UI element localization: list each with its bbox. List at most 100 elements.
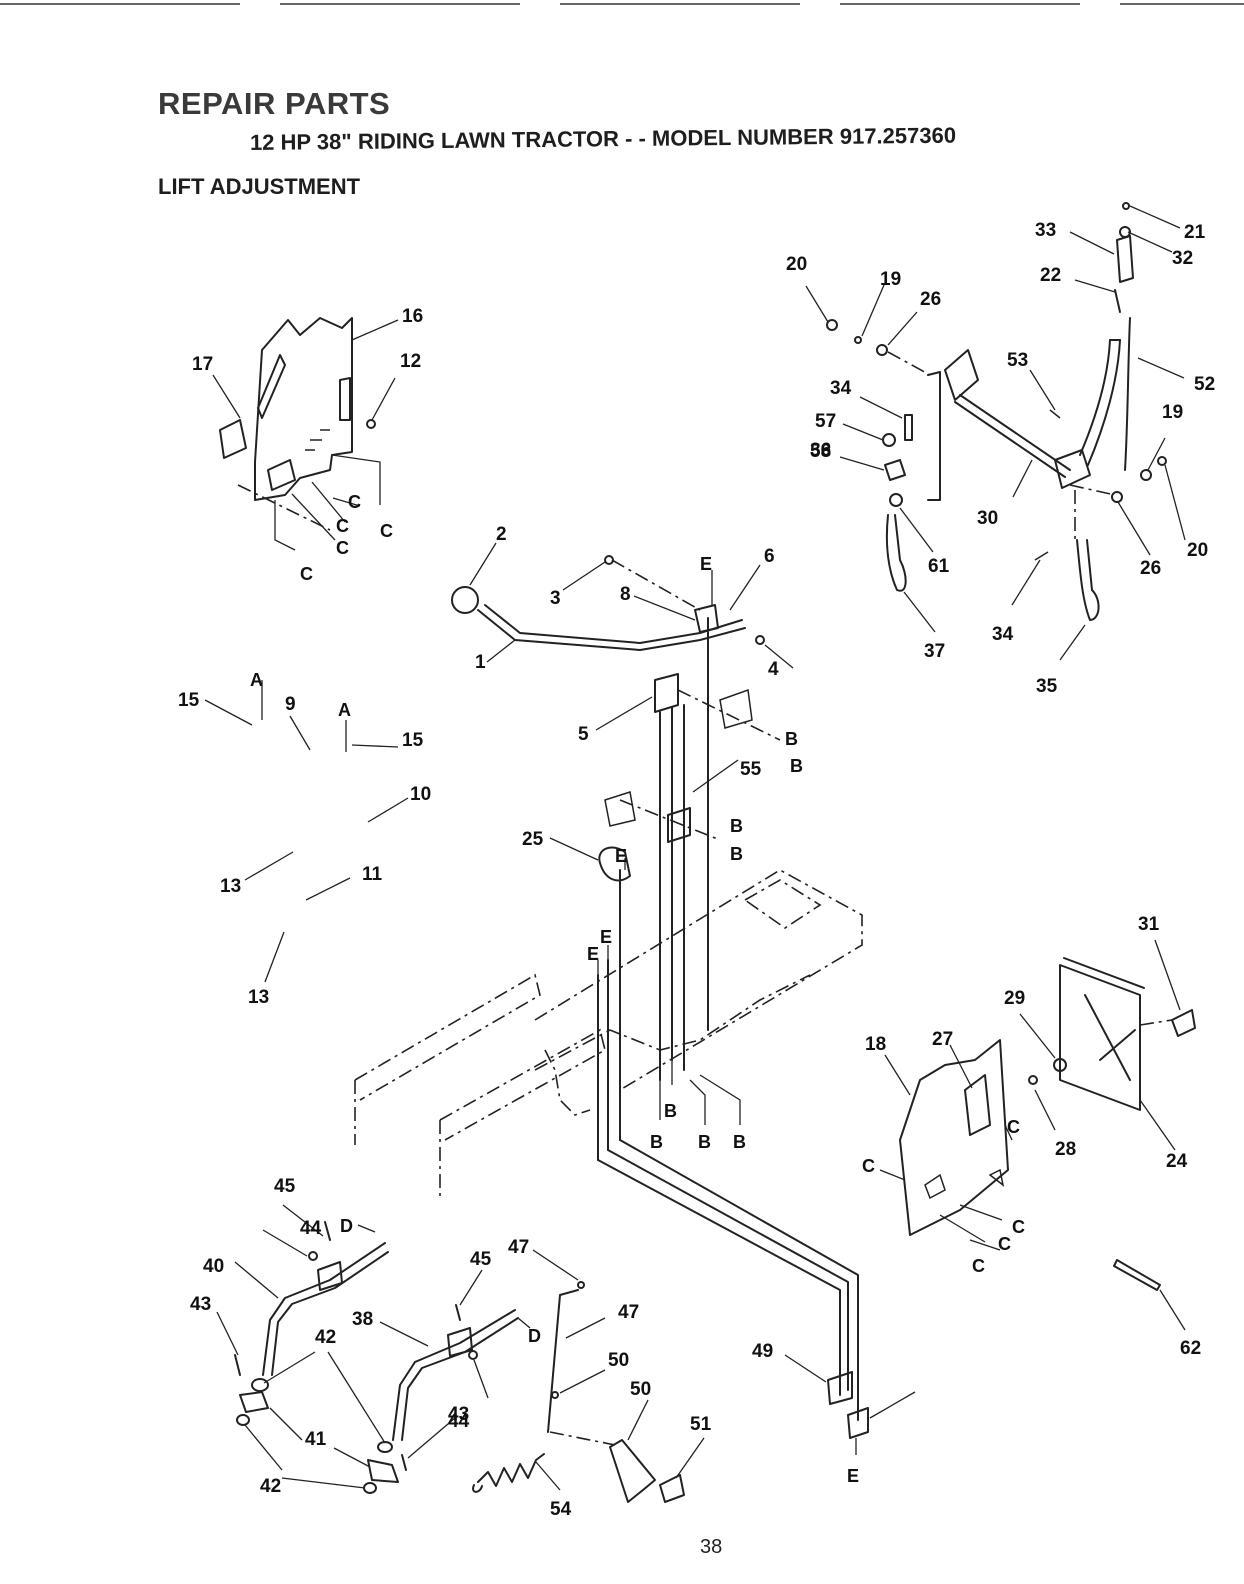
callout-22: 22 — [1040, 265, 1061, 286]
callout-37: 37 — [924, 641, 945, 662]
callout-47: 47 — [618, 1302, 639, 1323]
reference-e: E — [847, 1466, 859, 1486]
callout-40: 40 — [203, 1256, 224, 1277]
callout-21: 21 — [1184, 222, 1206, 243]
reference-c: C — [336, 516, 349, 536]
callout-61: 61 — [928, 556, 950, 577]
callout-50: 50 — [608, 1350, 629, 1371]
callout-8: 8 — [620, 584, 631, 605]
callout-50: 50 — [630, 1379, 651, 1400]
rod-51 — [547, 1281, 616, 1446]
callout-19: 19 — [880, 269, 901, 290]
callout-2: 2 — [496, 524, 507, 545]
bushings-41-42-43 — [234, 1354, 407, 1494]
page-number: 38 — [700, 1536, 723, 1558]
callout-36: 36 — [810, 440, 831, 461]
reference-e: E — [600, 927, 612, 947]
callout-25: 25 — [522, 829, 544, 850]
callout-32: 32 — [1172, 248, 1193, 269]
callout-41: 41 — [305, 1429, 327, 1450]
reference-b: B — [664, 1101, 677, 1121]
side-plate-18 — [899, 1039, 1009, 1236]
page-title: REPAIR PARTS — [158, 86, 391, 121]
callout-15: 15 — [402, 730, 424, 751]
reference-d: D — [528, 1326, 541, 1346]
callout-20: 20 — [1187, 540, 1208, 561]
callout-10: 10 — [410, 784, 431, 805]
callout-26: 26 — [920, 289, 941, 310]
callout-26: 26 — [1140, 558, 1161, 579]
callout-5: 5 — [578, 724, 589, 745]
reference-b: B — [730, 844, 743, 864]
callout-38: 38 — [352, 1309, 373, 1330]
lift-arm-38 — [392, 1304, 519, 1441]
callout-31: 31 — [1138, 914, 1160, 935]
lift-rods — [597, 617, 781, 1161]
reference-e: E — [700, 554, 712, 574]
plate-17 — [219, 419, 247, 459]
callout-16: 16 — [402, 306, 423, 327]
callout-52: 52 — [1194, 374, 1215, 395]
callout-43: 43 — [448, 1404, 469, 1425]
callout-45: 45 — [274, 1176, 296, 1197]
callout-44: 44 — [448, 1411, 470, 1432]
callout-49: 49 — [752, 1341, 773, 1362]
callout-27: 27 — [932, 1029, 953, 1050]
callout-15: 15 — [178, 690, 200, 711]
reference-b: B — [790, 756, 803, 776]
callout-13: 13 — [220, 876, 241, 897]
spring-55 — [472, 1453, 545, 1493]
strip-62 — [1113, 1259, 1161, 1291]
callout-17: 17 — [192, 354, 213, 375]
callout-1: 1 — [475, 652, 486, 673]
reference-c: C — [348, 492, 361, 512]
callout-29: 29 — [1004, 988, 1025, 1009]
callout-42: 42 — [260, 1476, 281, 1497]
reference-e: E — [587, 944, 599, 964]
reference-e: E — [615, 846, 627, 866]
reference-a: A — [338, 700, 351, 720]
callout-3: 3 — [550, 588, 561, 609]
reference-b: B — [785, 729, 798, 749]
reference-c: C — [862, 1156, 875, 1176]
callout-9: 9 — [285, 694, 296, 715]
leader-lines — [204, 205, 1186, 1491]
callout-numbers: 1234568910111213131515161718191920202122… — [178, 220, 1215, 1520]
lift-shaft-assembly — [826, 202, 1167, 621]
callout-45: 45 — [470, 1249, 492, 1270]
lift-arm-40 — [262, 1221, 389, 1376]
callout-18: 18 — [865, 1034, 886, 1055]
callout-13: 13 — [248, 987, 269, 1008]
reference-c: C — [300, 564, 313, 584]
callout-62: 62 — [1180, 1338, 1201, 1359]
callout-20: 20 — [786, 254, 807, 275]
callout-55: 55 — [740, 759, 762, 780]
section-heading: LIFT ADJUSTMENT — [158, 174, 361, 199]
lift-lever-1 — [451, 555, 765, 651]
reference-c: C — [998, 1234, 1011, 1254]
callout-12: 12 — [400, 351, 421, 372]
callout-34: 34 — [830, 378, 852, 399]
reference-b: B — [730, 816, 743, 836]
callout-44: 44 — [300, 1218, 322, 1239]
link-49 — [609, 1439, 685, 1503]
callout-43: 43 — [190, 1294, 211, 1315]
mounting-plate-24 — [1028, 957, 1196, 1111]
callout-6: 6 — [764, 546, 775, 567]
fastener-12 — [366, 419, 376, 429]
callout-57: 57 — [815, 411, 836, 432]
callout-53: 53 — [1007, 350, 1028, 371]
reference-b: B — [698, 1132, 711, 1152]
callout-51: 51 — [690, 1414, 712, 1435]
callout-54: 54 — [550, 1499, 572, 1520]
reference-b: B — [733, 1132, 746, 1152]
reference-c: C — [336, 538, 349, 558]
callout-28: 28 — [1055, 1139, 1076, 1160]
drive-rods-47 — [597, 1139, 869, 1439]
callout-19: 19 — [1162, 402, 1183, 423]
callout-30: 30 — [977, 508, 998, 529]
tractor-frame — [354, 869, 863, 1198]
callout-47: 47 — [508, 1237, 529, 1258]
callout-11: 11 — [362, 864, 383, 885]
